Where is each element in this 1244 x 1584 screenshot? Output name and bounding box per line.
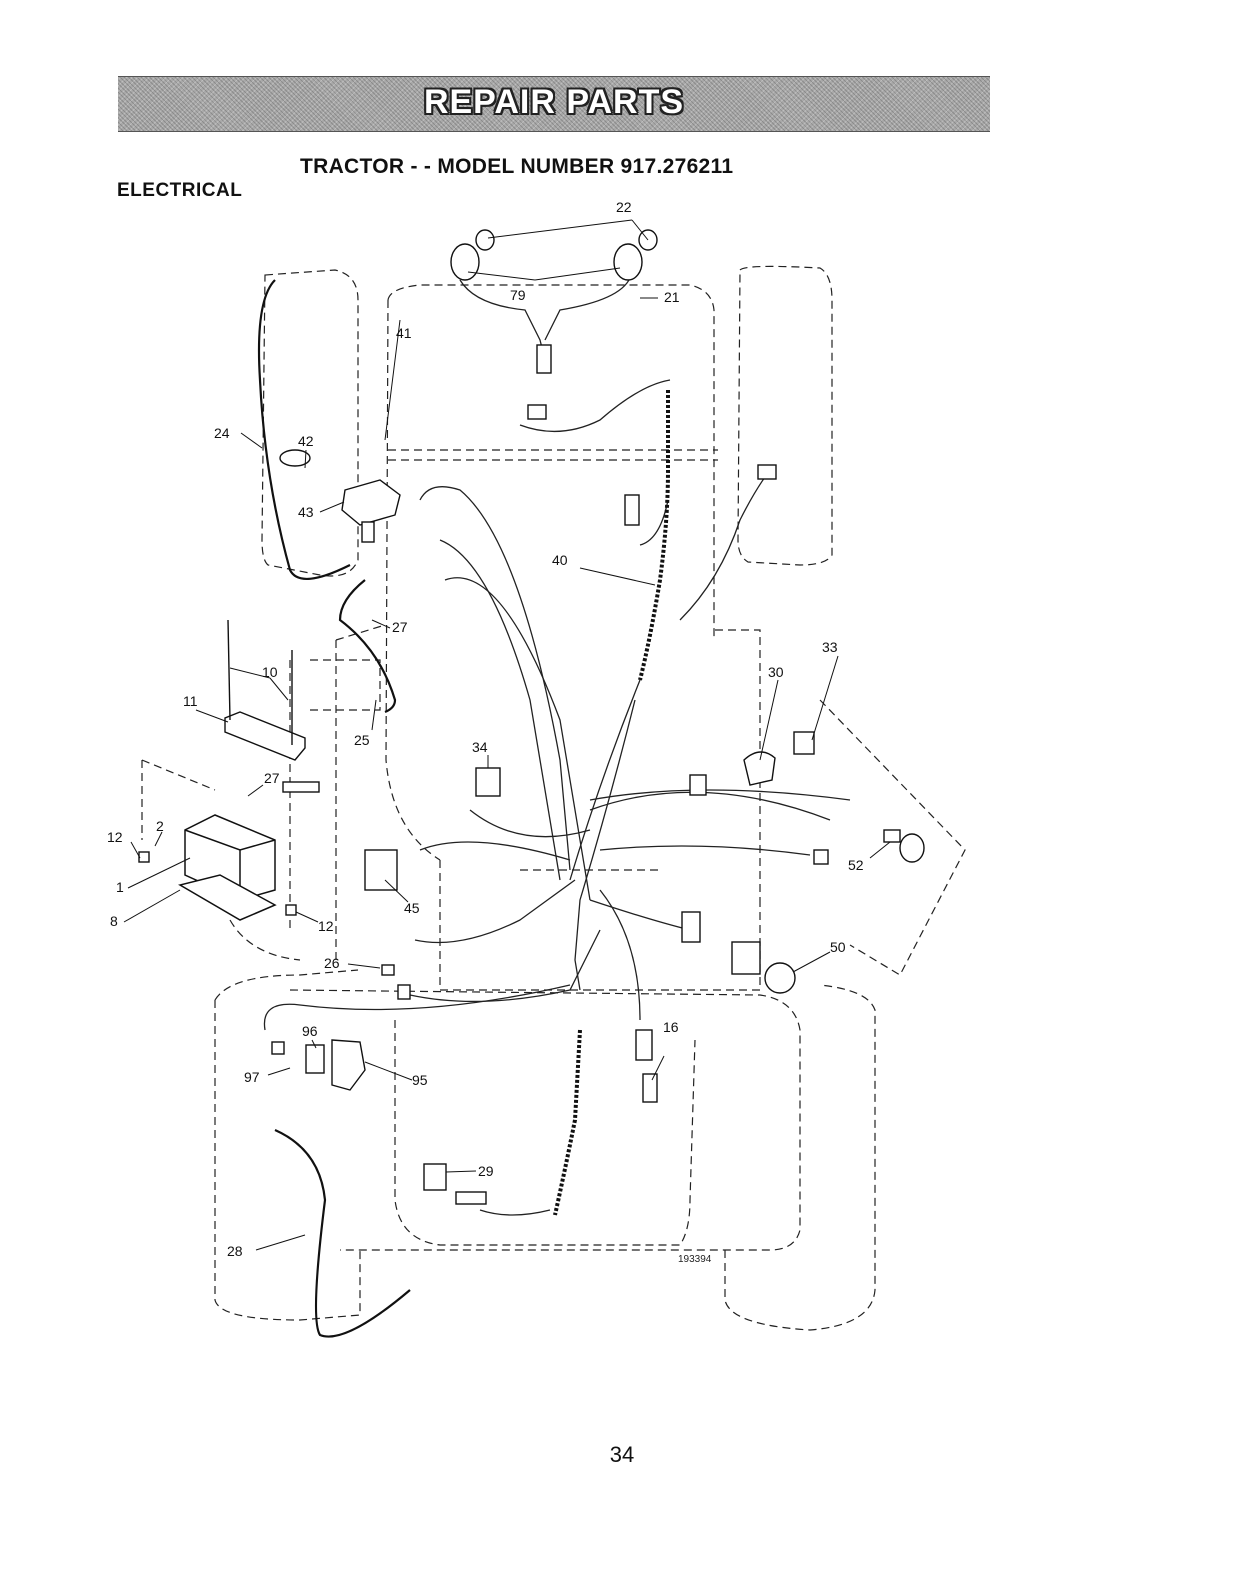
callout-27b: 27 xyxy=(264,770,280,786)
callout-50: 50 xyxy=(830,939,846,955)
banner-title: REPAIR PARTS xyxy=(423,83,685,121)
callout-8: 8 xyxy=(110,913,118,929)
callout-33: 33 xyxy=(822,639,838,655)
callout-labels: 22 79 21 41 42 24 43 40 27 10 11 25 33 3… xyxy=(107,199,864,1265)
callout-34: 34 xyxy=(472,739,488,755)
callout-79: 79 xyxy=(510,287,526,303)
callout-29: 29 xyxy=(478,1163,494,1179)
callout-12: 12 xyxy=(107,829,123,845)
model-title: TRACTOR - - MODEL NUMBER 917.276211 xyxy=(300,155,734,178)
callout-52: 52 xyxy=(848,857,864,873)
section-title: ELECTRICAL xyxy=(117,180,243,201)
callout-25: 25 xyxy=(354,732,370,748)
leader-lines xyxy=(123,219,891,1251)
callout-43: 43 xyxy=(298,504,314,520)
cables xyxy=(257,279,411,1338)
tractor-outline xyxy=(141,265,966,1331)
repair-parts-banner: REPAIR PARTS xyxy=(118,76,990,132)
callout-42: 42 xyxy=(298,433,314,449)
callout-45: 45 xyxy=(404,900,420,916)
callout-16: 16 xyxy=(663,1019,679,1035)
solenoid xyxy=(341,479,401,543)
coiled-conduit-upper xyxy=(638,390,670,681)
callout-22: 22 xyxy=(616,199,632,215)
callout-2: 2 xyxy=(156,818,164,834)
callout-41: 41 xyxy=(396,325,412,341)
callout-21: 21 xyxy=(664,289,680,305)
callout-96: 96 xyxy=(302,1023,318,1039)
callout-28: 28 xyxy=(227,1243,243,1259)
coiled-conduit-lower xyxy=(553,1029,582,1216)
callout-12b: 12 xyxy=(318,918,334,934)
drawing-number: 193394 xyxy=(678,1254,712,1265)
callout-40: 40 xyxy=(552,552,568,568)
battery-hold-down xyxy=(224,619,306,761)
callout-24: 24 xyxy=(214,425,230,441)
callout-26: 26 xyxy=(324,955,340,971)
callout-97: 97 xyxy=(244,1069,260,1085)
page-number: 34 xyxy=(609,1442,635,1467)
switches-and-connectors xyxy=(138,344,925,1205)
headlights xyxy=(450,229,658,281)
battery xyxy=(178,814,277,921)
callout-10: 10 xyxy=(262,664,278,680)
callout-11: 11 xyxy=(183,693,198,709)
callout-1: 1 xyxy=(116,879,124,895)
callout-95: 95 xyxy=(412,1072,428,1088)
callout-27: 27 xyxy=(392,619,408,635)
callout-30: 30 xyxy=(768,664,784,680)
